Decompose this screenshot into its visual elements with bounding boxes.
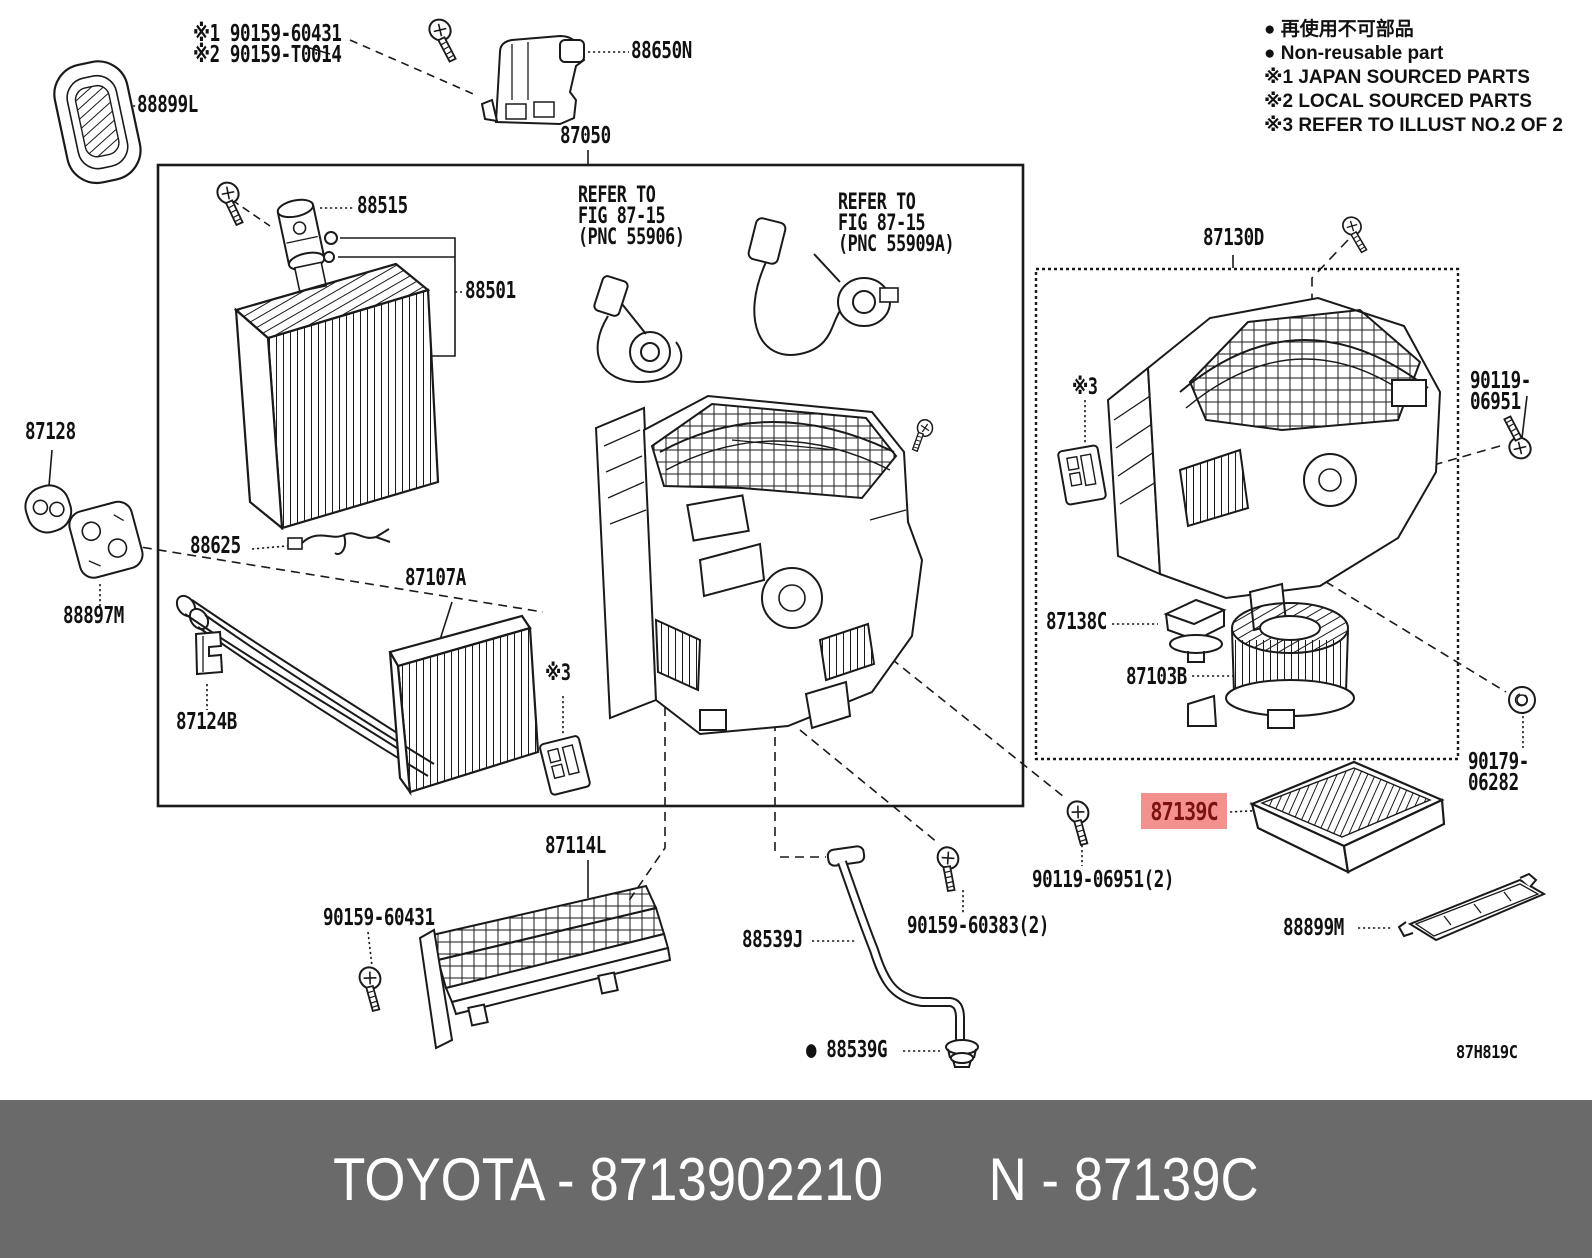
heater-core-87107A-drawing	[388, 614, 540, 796]
part-label-88539G[interactable]: ● 88539G	[806, 1037, 888, 1063]
part-label-87103B[interactable]: 87103B	[1126, 664, 1187, 690]
clip-87138C-drawing	[1163, 598, 1227, 663]
part-label-87050[interactable]: 87050	[560, 123, 611, 149]
screw-90159-60383	[925, 842, 975, 895]
wire-88625-drawing	[287, 528, 391, 555]
footer-brand-part-number: TOYOTA - 8713902210	[333, 1145, 884, 1213]
part-label-90119-06951-2[interactable]: 90119-06951(2)	[1032, 867, 1175, 893]
expansion-valve-88515-drawing	[276, 198, 328, 293]
part-label-87138C[interactable]: 87138C	[1046, 609, 1107, 635]
part-label-90159-60383[interactable]: 90159-60383(2)	[907, 913, 1050, 939]
footer-model-code: N - 87139C	[988, 1145, 1259, 1213]
part-label-90179-06282[interactable]: 90179-06282	[1468, 749, 1529, 796]
note-sourced-screws: ※1 90159-60431 ※2 90159-T0014	[193, 21, 342, 68]
part-label-87114L[interactable]: 87114L	[545, 833, 606, 859]
part-label-90159-60431[interactable]: 90159-60431	[323, 905, 435, 931]
blower-motor-87103B-drawing	[1187, 602, 1355, 729]
part-label-88625[interactable]: 88625	[190, 533, 241, 559]
note3-blower-box: ※3	[1072, 375, 1098, 400]
blower-unit-drawing	[1106, 296, 1442, 632]
screw-90119-06951-2	[1055, 796, 1106, 849]
plate-88897M-drawing	[68, 500, 144, 579]
clamp-87124B-drawing	[194, 630, 224, 676]
part-label-88515[interactable]: 88515	[357, 193, 408, 219]
part-label-88539J[interactable]: 88539J	[742, 927, 803, 953]
cabin-filter-87139C-drawing	[1249, 760, 1446, 874]
seal-pad-88899L-drawing	[53, 60, 142, 185]
part-label-88899L[interactable]: 88899L	[137, 92, 198, 118]
part-label-88501[interactable]: 88501	[465, 278, 516, 304]
highlighted-part-number: 87139C	[1150, 796, 1218, 826]
part-label-90119-06951[interactable]: 90119-06951	[1470, 368, 1531, 415]
highlighted-part-label-87139C[interactable]: 87139C	[1141, 793, 1227, 829]
part-label-87124B[interactable]: 87124B	[176, 709, 237, 735]
part-label-88899M[interactable]: 88899M	[1283, 915, 1344, 941]
harness-55909A-drawing	[747, 217, 899, 356]
screw-90159-60431-top	[418, 14, 471, 65]
note-refer-fig-87-15-a: REFER TO FIG 87-15 (PNC 55906)	[578, 183, 685, 250]
footer-bar: TOYOTA - 8713902210 N - 87139C	[0, 1100, 1592, 1258]
part-label-88650N[interactable]: 88650N	[631, 38, 692, 64]
main-assembly-box-87050	[156, 163, 1025, 808]
grommet-88539G-drawing	[945, 1039, 979, 1068]
heater-element-87114L-drawing	[418, 884, 672, 1050]
grommet-90179-06282	[1508, 686, 1536, 714]
diagram-canvas	[24, 14, 1547, 1068]
part-label-87130D[interactable]: 87130D	[1203, 225, 1264, 251]
diagram-code: 87H819C	[1456, 1042, 1518, 1063]
resistor-note3-blower-drawing	[1057, 444, 1107, 506]
note-refer-fig-87-15-b: REFER TO FIG 87-15 (PNC 55909A)	[838, 190, 955, 257]
note3-main-box: ※3	[545, 661, 571, 686]
bracket-88650N-drawing	[480, 34, 586, 126]
screw-90119-06951	[1489, 413, 1542, 464]
cover-strip-88899M-drawing	[1397, 872, 1547, 942]
screw-small-inner	[909, 418, 936, 453]
drain-hose-88539J-drawing	[826, 845, 965, 1040]
part-label-87128[interactable]: 87128	[25, 419, 76, 445]
blower-assembly-box-87130D	[1034, 267, 1460, 761]
harness-55906-drawing	[593, 275, 683, 384]
o-rings-drawing	[323, 231, 338, 263]
hvac-main-unit-drawing	[594, 394, 924, 736]
part-label-87107A[interactable]: 87107A	[405, 565, 466, 591]
screw-88515-mount	[206, 177, 259, 228]
screw-90159-60431-bottom	[347, 962, 398, 1015]
legend: ● 再使用不可部品 ● Non-reusable part ※1 JAPAN S…	[1264, 19, 1563, 136]
resistor-note3-main-drawing	[539, 735, 591, 796]
evaporator-88501-drawing	[233, 262, 440, 531]
grommet-87128-drawing	[24, 484, 73, 534]
part-label-88897M[interactable]: 88897M	[63, 603, 124, 629]
screw-blower-top	[1334, 212, 1379, 255]
